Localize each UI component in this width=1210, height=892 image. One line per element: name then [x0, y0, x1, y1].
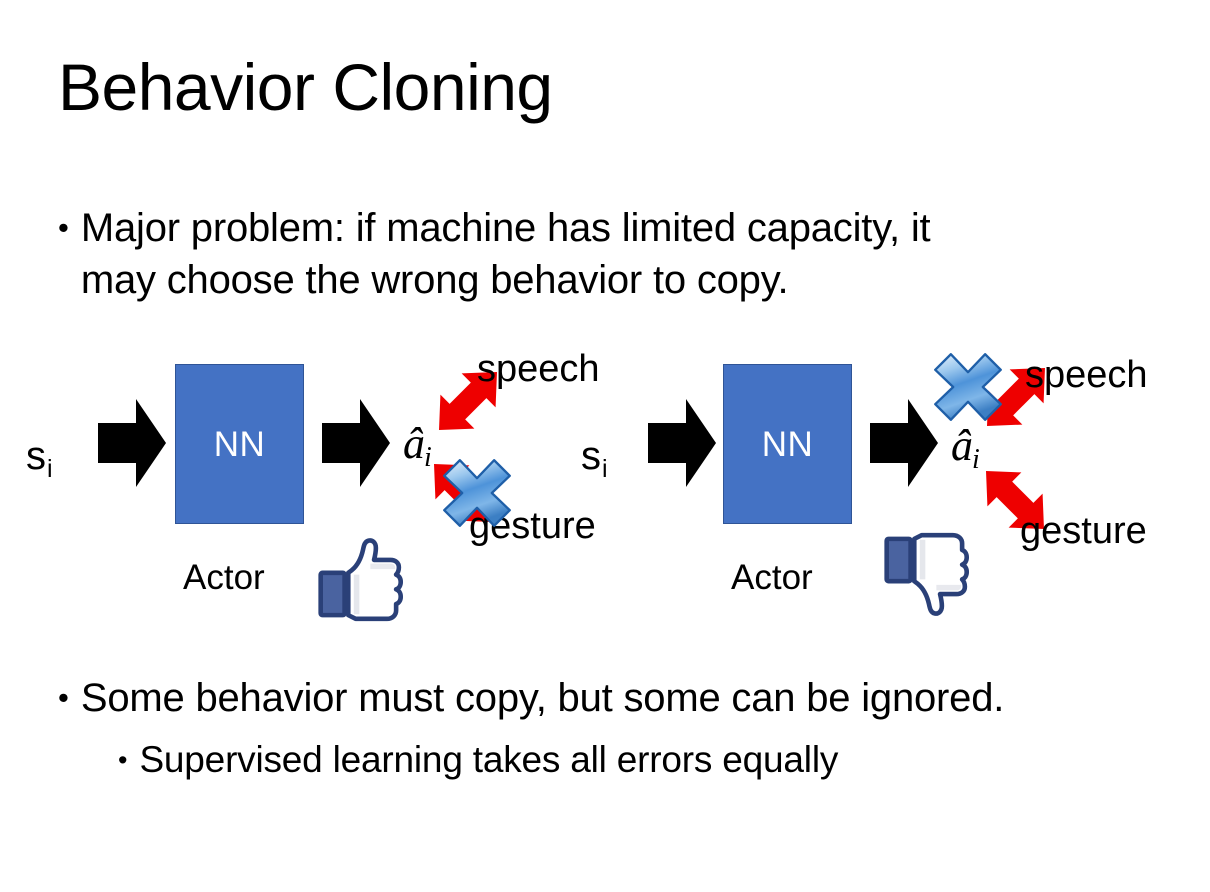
state-label-right: si [581, 436, 608, 489]
diagram-right: si NN Actor âi [565, 340, 1165, 640]
action-label-subscript: i [424, 441, 432, 473]
cross-out-x-icon-left [438, 454, 516, 532]
actor-caption-right: Actor [731, 558, 813, 597]
output-arrow-icon-left [322, 397, 390, 489]
input-arrow-icon-left [98, 397, 166, 489]
state-label-base: s [26, 434, 46, 478]
bullet-marker-icon: • [58, 210, 69, 245]
bullet-bottom-level2: • Supervised learning takes all errors e… [118, 734, 1178, 786]
state-label-subscript: i [602, 454, 608, 483]
bullet-bottom-level2-text: Supervised learning takes all errors equ… [139, 739, 839, 780]
bullet-bottom-level1: • Some behavior must copy, but some can … [58, 672, 1178, 724]
cross-out-x-icon-right [929, 348, 1007, 426]
action-label-left: âi [403, 422, 432, 480]
action-label-base: â [951, 421, 973, 470]
actor-caption-left: Actor [183, 558, 265, 597]
branch-arrow-speech-left [413, 346, 523, 456]
state-label-left: si [26, 436, 53, 489]
bullet-top-text: Major problem: if machine has limited ca… [81, 202, 931, 306]
nn-box-label-right: NN [761, 424, 814, 464]
branch-arrow-gesture-right [960, 445, 1070, 555]
bullet-marker-icon: • [58, 680, 69, 715]
diagram-left: si NN Actor âi [20, 340, 620, 640]
branch-label-speech-left: speech [477, 348, 600, 390]
action-label-right: âi [951, 424, 980, 482]
bullet-top-line1: Major problem: if machine has limited ca… [80, 206, 931, 250]
bullet-marker-icon: • [118, 745, 128, 775]
action-label-subscript: i [972, 443, 980, 475]
output-arrow-icon-right [870, 397, 938, 489]
branch-label-gesture-right: gesture [1020, 510, 1147, 552]
thumbs-up-icon [317, 536, 409, 628]
thumbs-down-icon [883, 526, 975, 618]
nn-box-label-left: NN [213, 424, 266, 464]
nn-box-right: NN [723, 364, 852, 524]
branch-arrow-speech-right [961, 342, 1071, 452]
state-label-subscript: i [47, 454, 53, 483]
state-label-base: s [581, 434, 601, 478]
page-title: Behavior Cloning [58, 50, 553, 124]
branch-label-speech-right: speech [1025, 354, 1148, 396]
action-label-base: â [403, 419, 425, 468]
input-arrow-icon-right [648, 397, 716, 489]
bullet-top-line2: may choose the wrong behavior to copy. [80, 258, 789, 302]
bullet-bottom-level1-text: Some behavior must copy, but some can be… [80, 676, 1005, 720]
nn-box-left: NN [175, 364, 304, 524]
bullet-top: • Major problem: if machine has limited … [58, 202, 1148, 306]
